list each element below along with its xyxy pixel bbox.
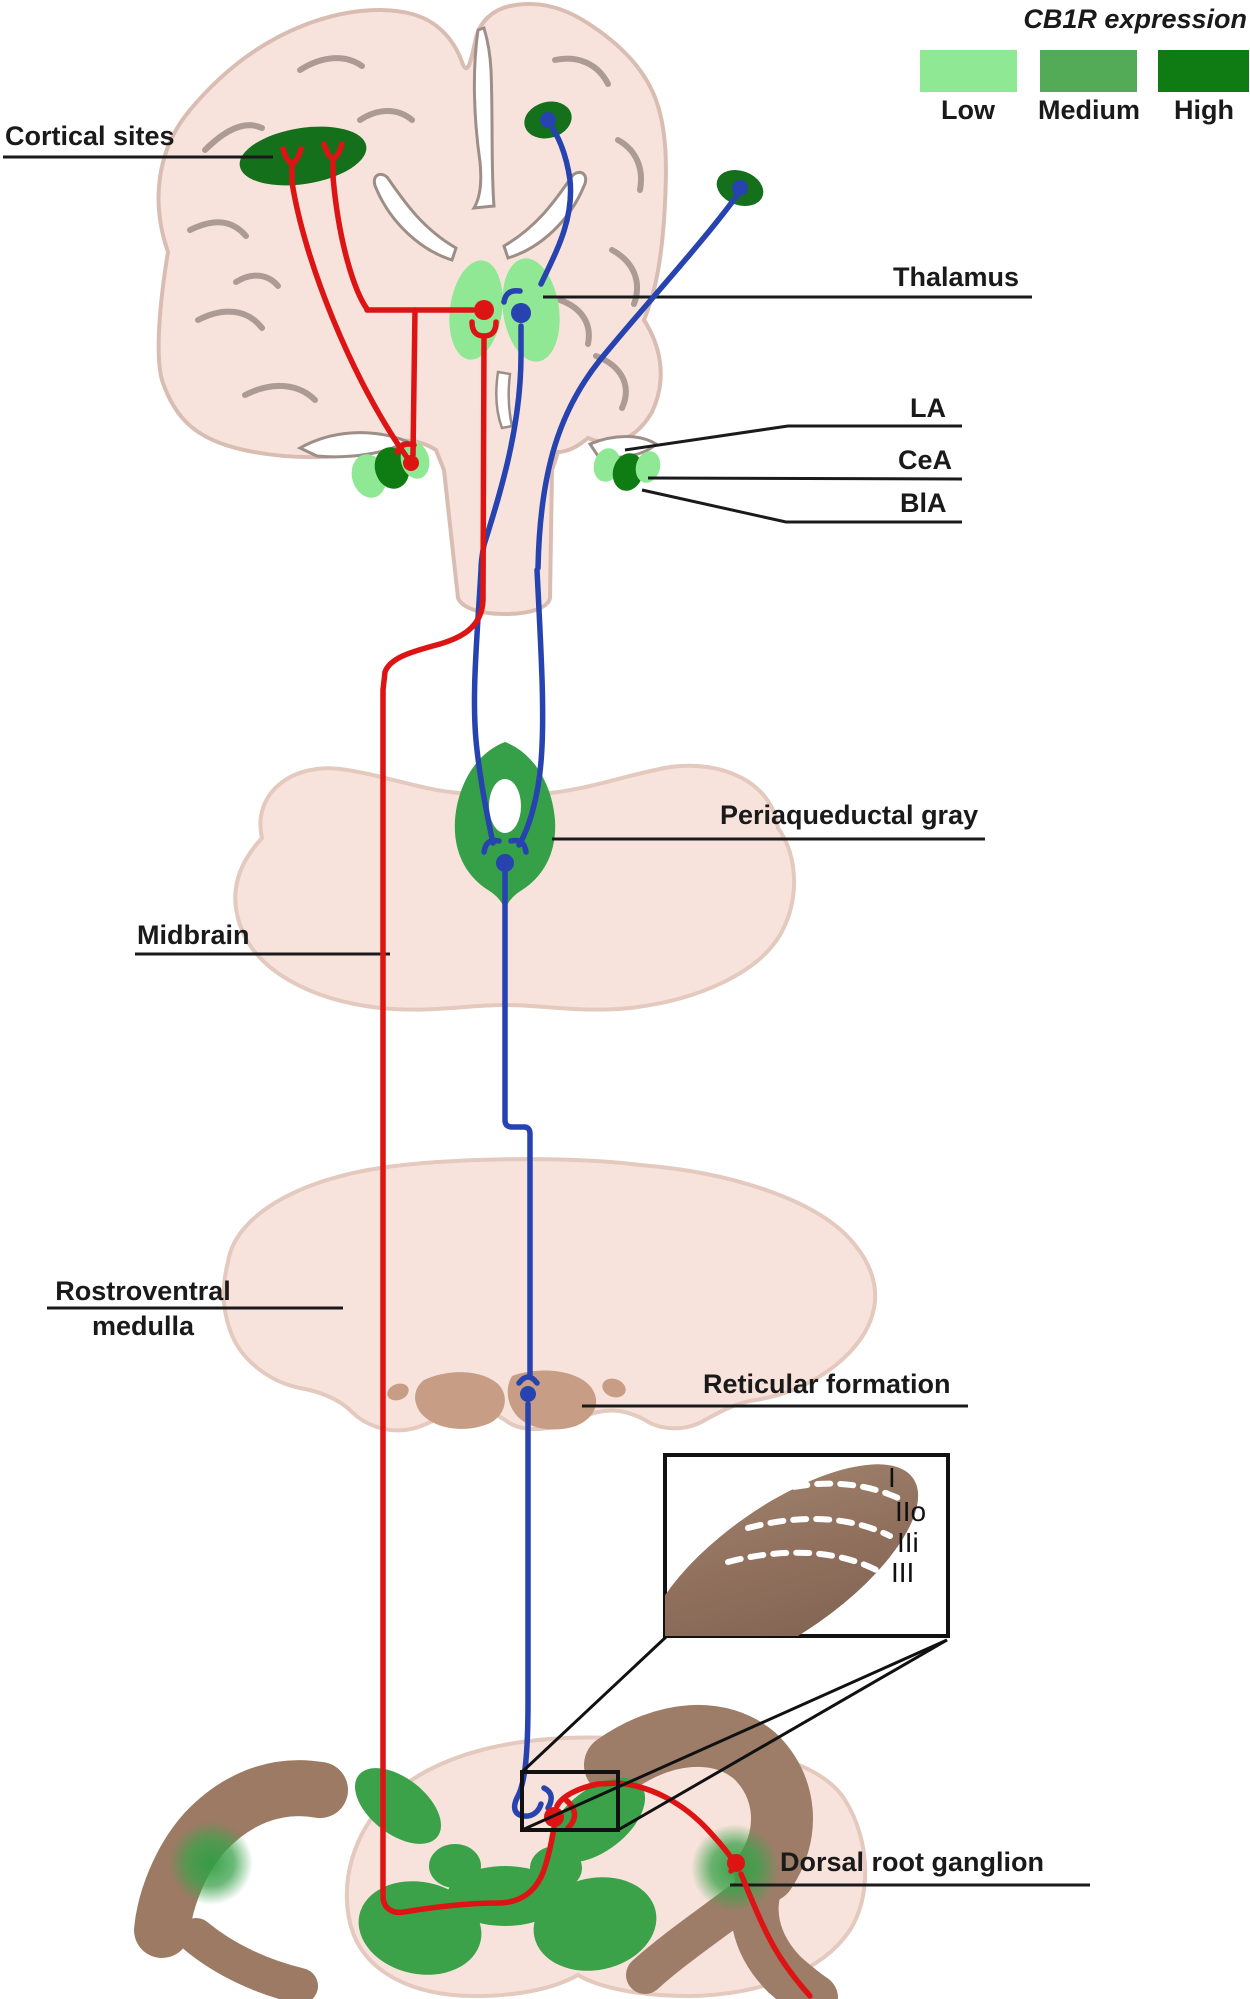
legend-label-low: Low	[941, 95, 995, 125]
label-lamina-III: III	[891, 1557, 915, 1588]
nerve-cb1r-patch	[169, 1821, 253, 1905]
label-lamina-IIi: IIi	[897, 1527, 919, 1558]
amygdala-left	[351, 441, 430, 498]
descending-pathway-red	[280, 141, 813, 1999]
legend-label-high: High	[1174, 95, 1234, 125]
reticular-formation-region	[387, 1370, 626, 1430]
legend-title: CB1R expression	[1023, 4, 1247, 34]
longitudinal-fissure	[471, 26, 496, 210]
dorsal-horn-magnified	[665, 1464, 919, 1636]
third-ventricle	[495, 370, 514, 430]
laminae-boundaries	[725, 1480, 901, 1575]
label-la: LA	[910, 393, 946, 423]
label-rostroventral-line2: medulla	[91, 1311, 195, 1341]
callout-source-box	[520, 1770, 620, 1832]
label-dorsal-root-ganglion: Dorsal root ganglion	[780, 1847, 1045, 1877]
label-rostroventral-line1: Rostroventral	[55, 1276, 231, 1306]
spinal-cord-section	[134, 1704, 868, 1999]
cerebral-aqueduct	[489, 779, 521, 833]
legend-label-medium: Medium	[1038, 95, 1141, 125]
ascending-pathway-somas	[496, 112, 748, 1402]
amygdala-right	[593, 448, 661, 491]
ventricle-right	[502, 170, 588, 260]
label-periaqueductal-gray: Periaqueductal gray	[720, 800, 979, 830]
leader-lines	[3, 155, 1090, 1887]
label-midbrain: Midbrain	[137, 920, 250, 950]
label-thalamus: Thalamus	[893, 262, 1020, 292]
label-lamina-IIo: IIo	[895, 1496, 927, 1527]
label-bla: BlA	[900, 488, 947, 518]
label-lamina-I: I	[888, 1462, 896, 1493]
legend-swatch-low	[920, 50, 1017, 92]
laminae-inset	[520, 1453, 950, 1832]
legend-swatch-high	[1158, 50, 1249, 92]
ventricle-left	[372, 172, 458, 262]
callout-lines	[520, 1635, 948, 1832]
medulla-section	[221, 1157, 877, 1433]
legend-swatch-medium	[1040, 50, 1137, 92]
label-cea: CeA	[898, 445, 953, 475]
label-cortical-sites: Cortical sites	[5, 121, 175, 151]
label-reticular-formation: Reticular formation	[703, 1369, 951, 1399]
midbrain-section	[233, 742, 797, 1012]
